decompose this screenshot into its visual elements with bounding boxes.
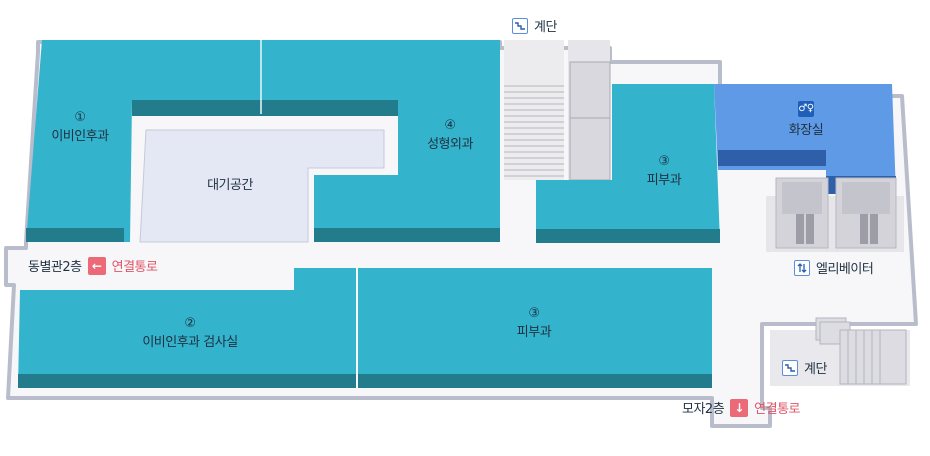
room-ent2-shape	[18, 268, 356, 388]
room-number: ④	[444, 118, 456, 133]
connection-building-label: 동별관2층	[28, 260, 82, 275]
room-number: ②	[184, 316, 196, 331]
elevator-drawing	[766, 177, 904, 252]
room-derm-top-shape	[536, 84, 720, 243]
elevator-icon	[794, 259, 810, 276]
label-room-derm-bottom[interactable]: ③ 피부과	[494, 304, 574, 342]
label-waiting-area[interactable]: 대기공간	[190, 176, 270, 195]
legend-elevator[interactable]: 엘리베이터	[794, 258, 874, 277]
stairs-label: 계단	[804, 362, 827, 377]
connection-building-label: 모자2층	[682, 402, 725, 417]
stairs-icon	[782, 359, 798, 376]
room-name: 피부과	[646, 173, 682, 188]
legend-stairs-top[interactable]: 계단	[512, 16, 557, 35]
room-name: 피부과	[516, 325, 552, 340]
label-room-ent2[interactable]: ② 이비인후과 검사실	[130, 314, 250, 352]
connection-passage-label: 연결통로	[111, 260, 158, 275]
room-ent1-plastic-shape	[26, 40, 500, 242]
room-number: ③	[658, 154, 670, 169]
room-name: 이비인후과	[51, 129, 109, 144]
arrow-down-icon: ↓	[730, 398, 749, 417]
connection-passage-label: 연결통로	[754, 402, 800, 417]
elevator-label: 엘리베이터	[816, 262, 874, 277]
label-restroom[interactable]: ♂♀ 화장실	[776, 98, 836, 140]
room-name: 성형외과	[427, 137, 473, 152]
legend-stairs-bottom[interactable]: 계단	[782, 358, 827, 377]
stairs-bottom-drawing	[770, 317, 910, 386]
stairs-icon	[512, 17, 528, 34]
restroom-icon: ♂♀	[798, 100, 814, 117]
arrow-left-icon: ←	[87, 256, 106, 275]
room-derm-bottom-shape	[358, 268, 712, 388]
label-room-plastic[interactable]: ④ 성형외과	[410, 116, 490, 154]
connection-south[interactable]: 모자2층 ↓ 연결통로	[682, 398, 800, 417]
room-name: 대기공간	[207, 178, 253, 193]
room-name: 화장실	[788, 123, 824, 138]
room-number: ①	[74, 110, 86, 125]
connection-east[interactable]: 동별관2층 ← 연결통로	[28, 256, 158, 275]
stairs-top-drawing	[504, 40, 611, 181]
label-room-ent1[interactable]: ① 이비인후과	[40, 108, 120, 146]
room-number: ③	[528, 306, 540, 321]
stairs-label: 계단	[534, 20, 557, 35]
label-room-derm-top[interactable]: ③ 피부과	[624, 152, 704, 190]
waiting-area-shape	[139, 129, 385, 243]
room-name: 이비인후과 검사실	[142, 335, 238, 350]
